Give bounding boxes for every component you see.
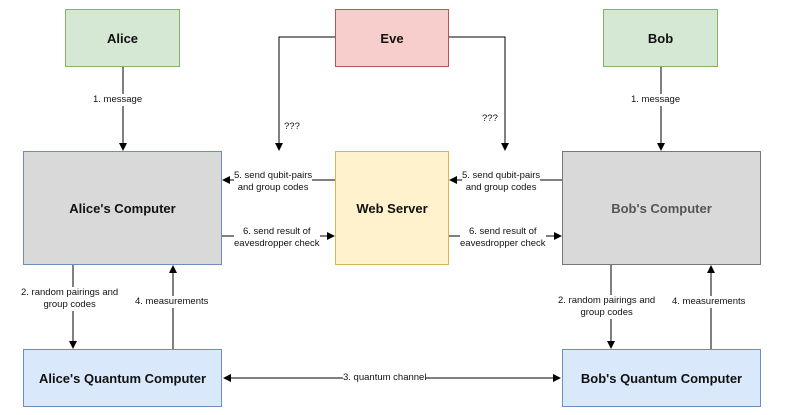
label-pair-left-line1: 2. random pairings and bbox=[21, 287, 119, 298]
label-send-right-line1: 5. send qubit-pairs bbox=[462, 170, 541, 181]
node-alice[interactable]: Alice bbox=[65, 9, 180, 67]
label-send-left-line2: and group codes bbox=[237, 182, 309, 193]
node-bob-computer[interactable]: Bob's Computer bbox=[562, 151, 761, 265]
label-meas-left: 4. measurements bbox=[135, 296, 209, 308]
label-send-left: 5. send qubit-pairs and group codes bbox=[234, 170, 313, 194]
label-send-right-line2: and group codes bbox=[465, 182, 537, 193]
label-pair-right: 2. random pairings and group codes bbox=[558, 295, 656, 319]
label-send-right: 5. send qubit-pairs and group codes bbox=[462, 170, 541, 194]
node-eve[interactable]: Eve bbox=[335, 9, 449, 67]
label-result-left-line1: 6. send result of bbox=[242, 226, 311, 237]
label-result-right-line1: 6. send result of bbox=[468, 226, 537, 237]
label-result-right: 6. send result of eavesdropper check bbox=[460, 226, 546, 250]
label-result-right-line2: eavesdropper check bbox=[460, 238, 546, 249]
label-result-left-line2: eavesdropper check bbox=[234, 238, 320, 249]
label-bob-message: 1. message bbox=[631, 94, 681, 106]
edge-eve-right bbox=[449, 36, 509, 151]
node-bob[interactable]: Bob bbox=[603, 9, 718, 67]
node-web-server[interactable]: Web Server bbox=[335, 151, 449, 265]
label-alice-message: 1. message bbox=[93, 94, 143, 106]
label-eve-left: ??? bbox=[284, 121, 300, 132]
label-send-left-line1: 5. send qubit-pairs bbox=[234, 170, 313, 181]
label-pair-left-line2: group codes bbox=[43, 299, 96, 310]
label-pair-left: 2. random pairings and group codes bbox=[21, 287, 119, 311]
node-bob-quantum-computer[interactable]: Bob's Quantum Computer bbox=[562, 349, 761, 407]
label-quantum-channel: 3. quantum channel bbox=[343, 372, 427, 384]
label-eve-right: ??? bbox=[482, 113, 498, 124]
label-pair-right-line2: group codes bbox=[580, 307, 633, 318]
node-alice-quantum-computer[interactable]: Alice's Quantum Computer bbox=[23, 349, 222, 407]
label-result-left: 6. send result of eavesdropper check bbox=[234, 226, 320, 250]
edge-eve-left bbox=[275, 36, 335, 151]
label-meas-right: 4. measurements bbox=[672, 296, 746, 308]
label-pair-right-line1: 2. random pairings and bbox=[558, 295, 656, 306]
node-alice-computer[interactable]: Alice's Computer bbox=[23, 151, 222, 265]
